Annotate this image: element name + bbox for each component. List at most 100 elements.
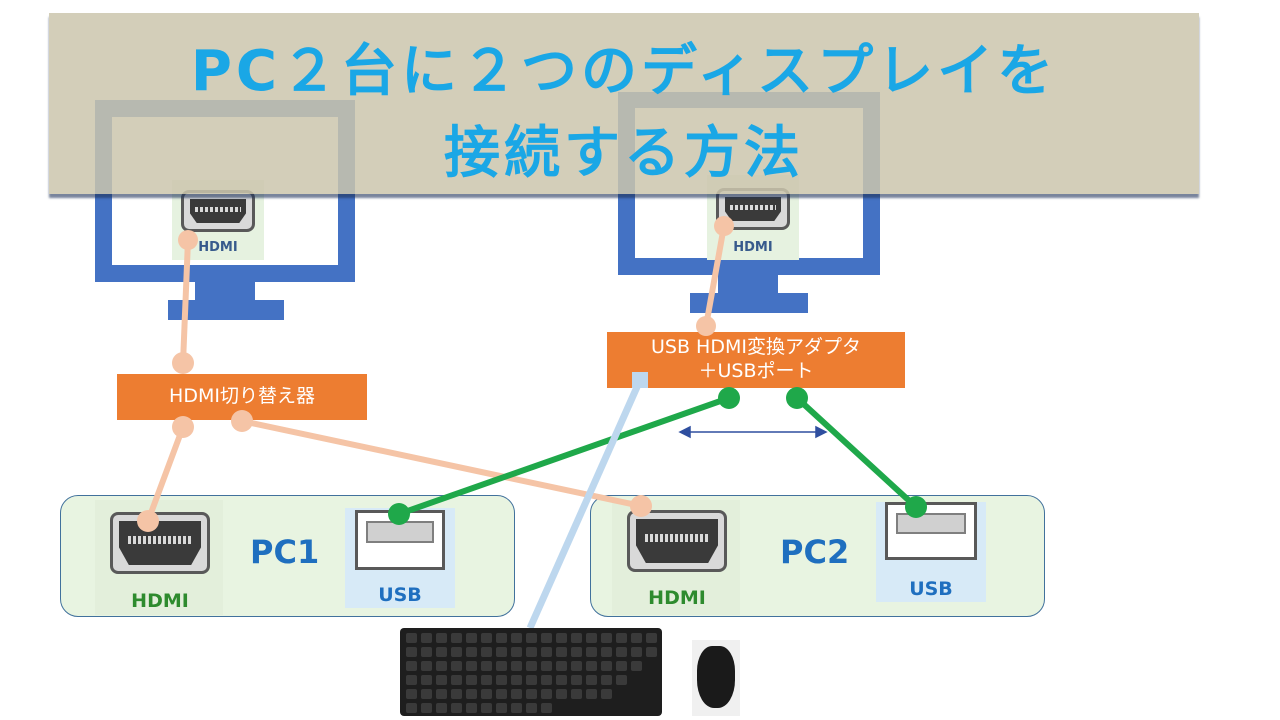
pc2-hdmi-label: HDMI [648, 587, 706, 609]
keyboard-key [406, 661, 417, 671]
cable-end-dot [178, 230, 198, 250]
keyboard-key [511, 633, 522, 643]
keyboard-key [571, 633, 582, 643]
keyboard-cable [526, 376, 645, 630]
keyboard-key [481, 661, 492, 671]
keyboard-key [436, 703, 447, 713]
adapter-label-line1: USB HDMI変換アダプタ [651, 336, 861, 359]
monitor-2-hdmi-label: HDMI [733, 240, 773, 255]
keyboard-key [451, 633, 462, 643]
keyboard-key [541, 703, 552, 713]
keyboard-key [421, 633, 432, 643]
keyboard-key [586, 661, 597, 671]
keyboard-key [571, 647, 582, 657]
cable-end-dot [696, 316, 716, 336]
keyboard-key [631, 661, 642, 671]
page-title-line2: 接続する方法 [444, 121, 804, 186]
cable-end-dot [630, 495, 652, 517]
keyboard-key [451, 689, 462, 699]
keyboard-key [421, 661, 432, 671]
mouse-icon [697, 646, 735, 708]
keyboard-key [466, 633, 477, 643]
keyboard-key [511, 675, 522, 685]
keyboard-cable-plug [632, 372, 648, 388]
keyboard-key [616, 647, 627, 657]
keyboard-key [511, 689, 522, 699]
title-banner [49, 13, 1199, 194]
keyboard-key [601, 633, 612, 643]
keyboard-key [601, 675, 612, 685]
keyboard-key [556, 647, 567, 657]
keyboard-key [481, 633, 492, 643]
page-title-line1: PC２台に２つのディスプレイを [190, 39, 1058, 104]
keyboard-icon [400, 628, 662, 716]
keyboard-key [406, 703, 417, 713]
keyboard-key [586, 647, 597, 657]
keyboard-key [586, 633, 597, 643]
keyboard-key [616, 675, 627, 685]
keyboard-key [556, 661, 567, 671]
keyboard-key [526, 633, 537, 643]
keyboard-key [526, 675, 537, 685]
keyboard-key [496, 675, 507, 685]
keyboard-key [466, 647, 477, 657]
keyboard-key [511, 661, 522, 671]
keyboard-key [571, 675, 582, 685]
keyboard-key [406, 633, 417, 643]
keyboard-key [496, 647, 507, 657]
keyboard-key [496, 689, 507, 699]
keyboard-key [631, 647, 642, 657]
keyboard-key [406, 675, 417, 685]
keyboard-key [571, 661, 582, 671]
keyboard-key [481, 675, 492, 685]
keyboard-key [451, 675, 462, 685]
cable-monitor1-to-switcher [180, 237, 191, 366]
keyboard-key [646, 647, 657, 657]
usb-hdmi-adapter-box: USB HDMI変換アダプタ ＋USBポート [607, 332, 905, 388]
keyboard-key [436, 689, 447, 699]
usb-cable-adapter-to-pc1 [396, 395, 732, 517]
usb-cable-end-dot [905, 496, 927, 518]
pc2-usb-label: USB [909, 578, 953, 600]
keyboard-key [421, 675, 432, 685]
keyboard-key [436, 633, 447, 643]
usb-cable-end-dot [388, 503, 410, 525]
keyboard-key [466, 675, 477, 685]
usb-cable-end-dot [786, 387, 808, 409]
keyboard-key [406, 689, 417, 699]
keyboard-key [526, 661, 537, 671]
cable-end-dot [231, 410, 253, 432]
keyboard-key [511, 703, 522, 713]
adapter-label-line2: ＋USBポート [698, 360, 814, 382]
keyboard-key [436, 675, 447, 685]
keyboard-key [466, 703, 477, 713]
monitor-2-stand-neck [718, 275, 778, 295]
keyboard-key [496, 661, 507, 671]
keyboard-key [601, 661, 612, 671]
cable-monitor2-to-adapter [703, 223, 727, 329]
keyboard-key [631, 633, 642, 643]
keyboard-key [481, 703, 492, 713]
cable-end-dot [714, 216, 734, 236]
usb-cable-adapter-to-pc2 [794, 395, 919, 510]
keyboard-key [496, 633, 507, 643]
pc2-label: PC2 [780, 533, 850, 571]
keyboard-key [421, 647, 432, 657]
keyboard-key [496, 703, 507, 713]
monitor-1-stand-base [168, 300, 284, 320]
keyboard-key [616, 633, 627, 643]
keyboard-key [436, 647, 447, 657]
keyboard-key [601, 647, 612, 657]
cable-end-dot [172, 352, 194, 374]
pc1-usb-label: USB [378, 584, 422, 606]
usb-port-icon [885, 502, 977, 560]
keyboard-key [556, 633, 567, 643]
keyboard-key [436, 661, 447, 671]
keyboard-key [451, 647, 462, 657]
keyboard-key [451, 661, 462, 671]
monitor-1-stand-neck [195, 282, 255, 302]
keyboard-key [526, 689, 537, 699]
monitor-1-hdmi-label: HDMI [198, 240, 238, 255]
keyboard-key [526, 647, 537, 657]
keyboard-key [466, 689, 477, 699]
